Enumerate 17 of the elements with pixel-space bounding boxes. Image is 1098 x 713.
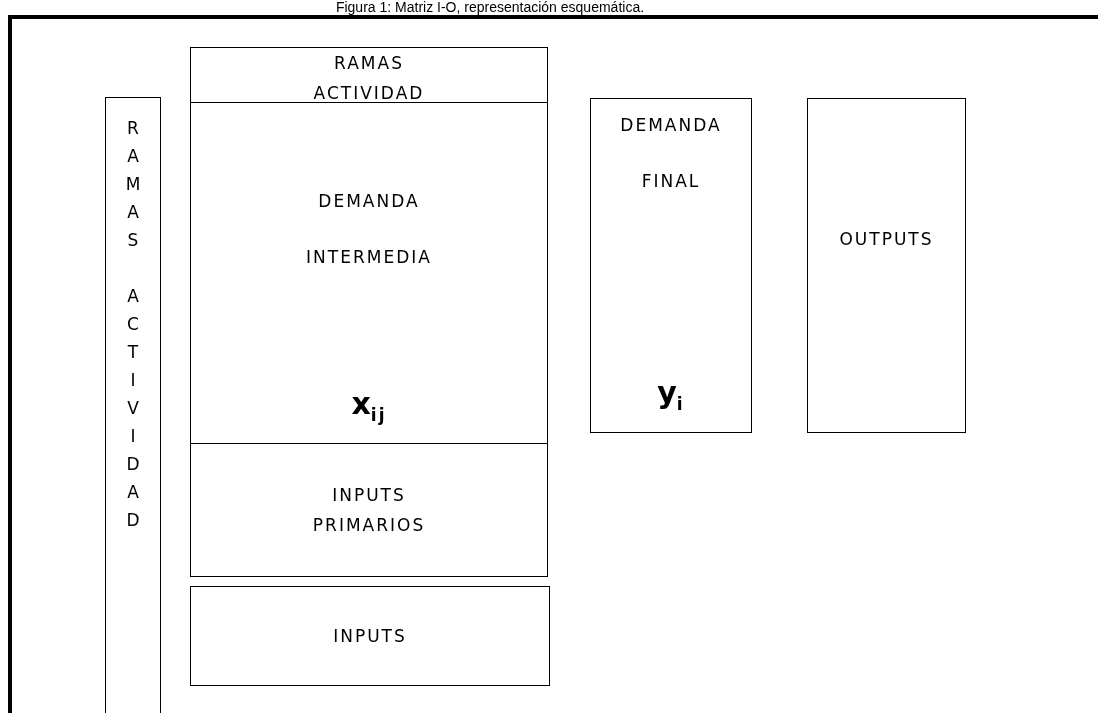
block-heading: OUTPUTS xyxy=(838,228,935,251)
math-symbol: x$_{ij}$ xyxy=(351,386,387,425)
figure-title: Figura 1: Matriz I-O, representación esquemática. xyxy=(334,0,646,15)
block-heading: RAMAS ACTIVIDAD xyxy=(312,52,426,105)
block-heading: RAMAS ACTIVIDAD xyxy=(123,118,143,538)
table-block xyxy=(190,47,548,103)
table-block xyxy=(190,443,548,577)
block-heading: DEMANDA INTERMEDIA xyxy=(305,190,433,269)
block-heading: DEMANDA FINAL xyxy=(619,114,723,193)
table-block xyxy=(105,97,161,713)
block-heading: INPUTS xyxy=(332,625,408,648)
block-heading: INPUTS PRIMARIOS xyxy=(311,484,427,537)
table-block xyxy=(590,98,752,433)
math-symbol: y$_{i}$ xyxy=(657,375,685,414)
table-block xyxy=(807,98,966,433)
table-block xyxy=(190,102,548,444)
table-block xyxy=(190,586,550,686)
